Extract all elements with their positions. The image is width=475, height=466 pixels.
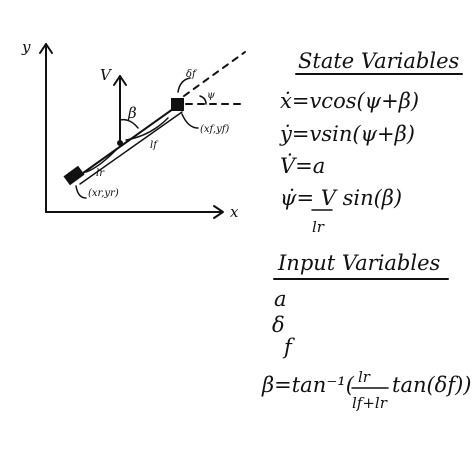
state-equation-y: ẏ=vsin(ψ+β)	[279, 122, 415, 146]
input-item-a: a	[274, 287, 287, 311]
beta-angle-arc	[119, 118, 139, 129]
rear-length-brace	[85, 149, 117, 173]
state-variables-section: State Variables ẋ=vcos(ψ+β) ẏ=vsin(ψ+β) …	[279, 49, 463, 236]
state-equation-psi: ψ̇= V sin(β)	[280, 186, 402, 210]
velocity-vector: V β	[100, 66, 139, 144]
front-axle-geometry: δf ψ (xf,yf)	[177, 51, 247, 135]
length-annotations: lf lr (xr,yr)	[75, 117, 169, 199]
front-length-label: lf	[150, 140, 159, 151]
input-item-delta-subscript: f	[282, 335, 295, 359]
steering-angle-arc	[177, 77, 191, 93]
rear-wheel	[63, 165, 85, 186]
x-axis-label: x	[230, 203, 239, 221]
psi-denominator: lr	[312, 218, 325, 236]
front-length-brace	[125, 117, 169, 141]
beta-equation-denominator: lf+lr	[352, 394, 388, 412]
x-axis-arrowhead	[213, 205, 224, 219]
front-wheel	[171, 98, 184, 111]
state-equation-x: ẋ=vcos(ψ+β)	[280, 89, 419, 113]
front-axle-label: (xf,yf)	[200, 124, 229, 135]
state-variables-title: State Variables	[298, 49, 460, 73]
rear-axle-pointer	[75, 185, 87, 199]
y-axis-arrowhead	[39, 43, 53, 54]
input-item-delta: δ	[272, 313, 285, 337]
wheelbase-line-lower	[79, 111, 183, 185]
beta-equation-numerator: lr	[358, 368, 371, 386]
beta-equation: β=tan⁻¹( lr lf+lr tan(δf))	[261, 368, 471, 412]
input-variables-title: Input Variables	[277, 251, 441, 275]
velocity-label: V	[100, 66, 113, 84]
y-axis-label: y	[21, 38, 31, 56]
heading-angle-arc	[199, 95, 207, 105]
coordinate-axes: y x	[21, 38, 239, 221]
beta-label: β	[127, 104, 137, 122]
wheelbase-line	[75, 103, 181, 179]
input-variables-section: Input Variables a δ f	[272, 251, 449, 359]
rear-axle-label: (xr,yr)	[88, 188, 119, 199]
vehicle-body	[63, 98, 184, 186]
velocity-arrowhead	[113, 75, 127, 86]
rear-length-label: lr	[96, 168, 105, 179]
beta-equation-lhs: β=tan⁻¹(	[261, 373, 355, 397]
beta-equation-rhs: tan(δf))	[392, 373, 471, 397]
steering-label: δf	[186, 69, 198, 80]
heading-label: ψ	[207, 90, 215, 101]
front-axle-pointer	[181, 113, 199, 129]
steering-direction-line	[183, 51, 246, 97]
state-equation-v: V̇=a	[280, 154, 325, 178]
